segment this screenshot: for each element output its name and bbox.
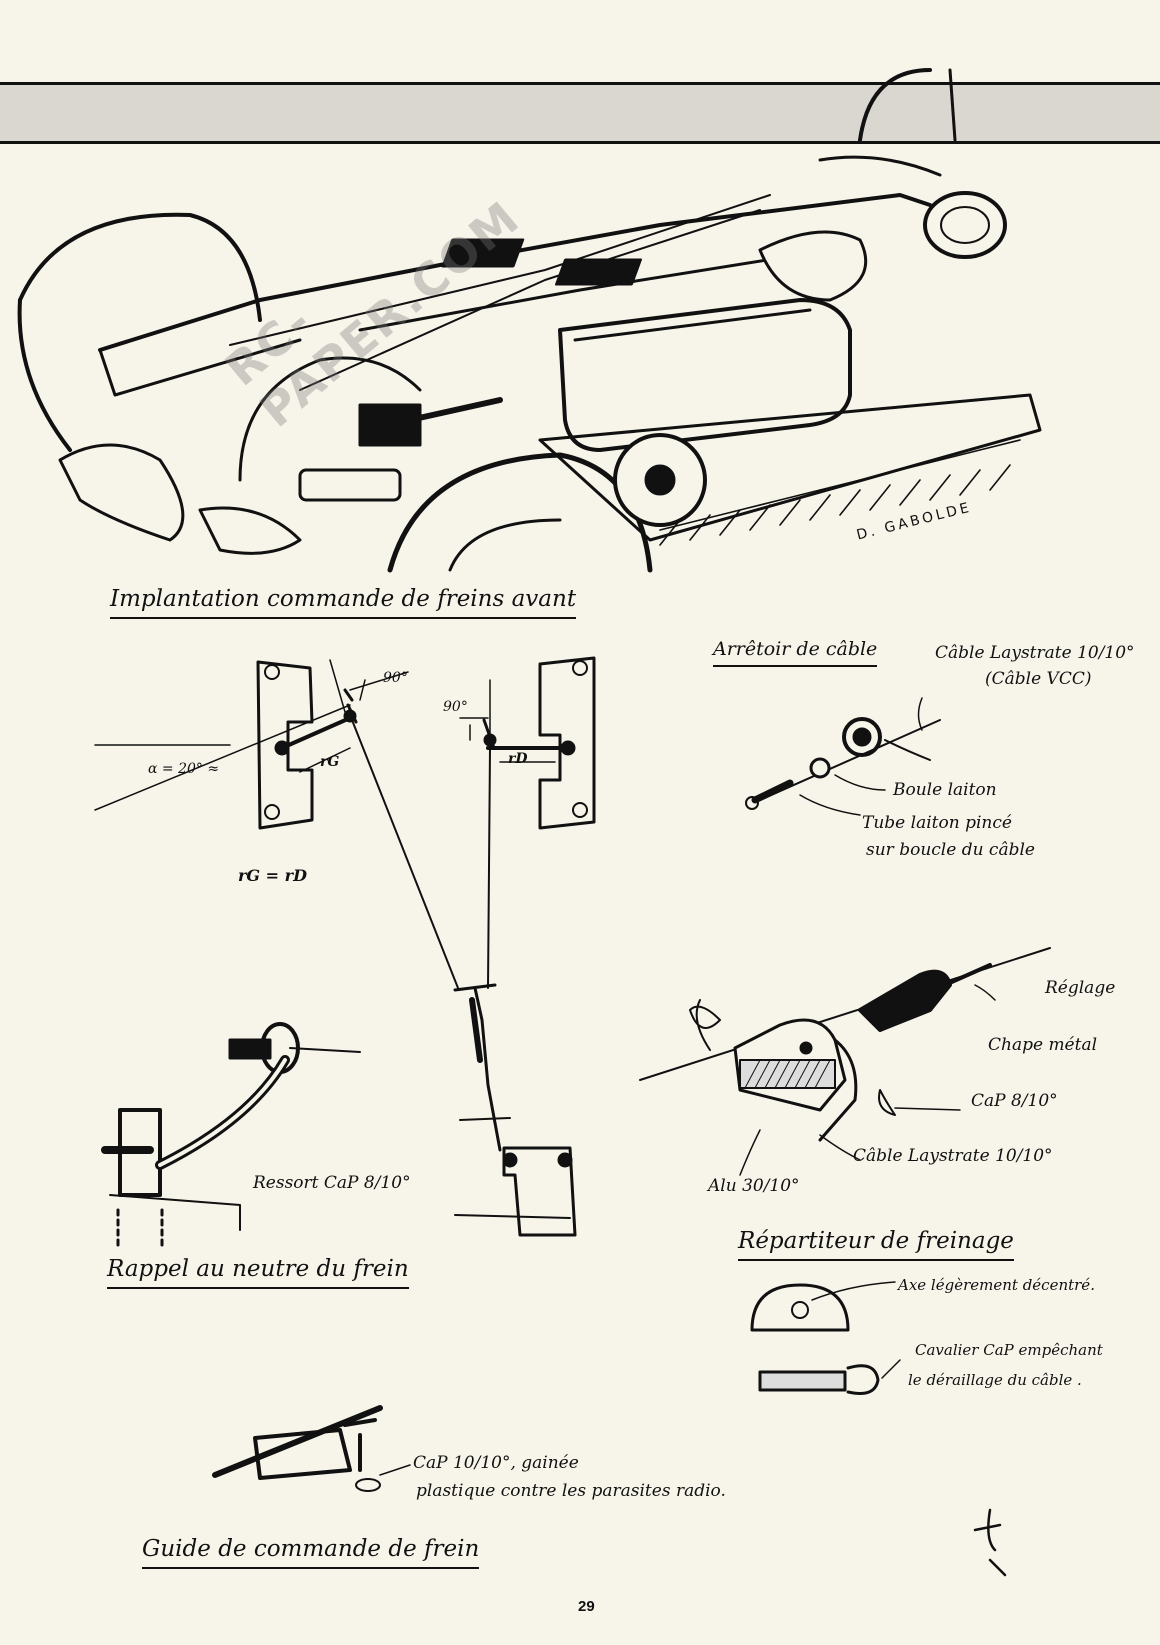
title-implantation: Implantation commande de freins avant <box>110 588 577 619</box>
reglage-label: Réglage <box>1045 978 1116 998</box>
angle-right-label: 90° <box>443 699 468 715</box>
r-right-label: rD <box>508 751 528 767</box>
angle-left-label: 90° <box>383 670 408 686</box>
guide-cap-label-2: plastique contre les parasites radio. <box>416 1481 726 1501</box>
title-guide: Guide de commande de frein <box>142 1538 480 1569</box>
title-rappel: Rappel au neutre du frein <box>107 1258 409 1289</box>
chape-label: Chape métal <box>988 1035 1098 1055</box>
page-number: 29 <box>578 1598 595 1615</box>
cavalier-label-2: le déraillage du câble . <box>908 1371 1082 1389</box>
cable-vcc-label: (Câble VCC) <box>985 669 1092 689</box>
alu-label: Alu 30/10° <box>708 1176 800 1196</box>
cap-label: CaP 8/10° <box>971 1091 1058 1111</box>
title-arretoir: Arrêtoir de câble <box>713 640 878 667</box>
equation-label: rG = rD <box>238 866 307 885</box>
guide-cap-label-1: CaP 10/10°, gainée <box>413 1453 579 1473</box>
repartiteur-cable-label: Câble Laystrate 10/10° <box>853 1146 1053 1166</box>
ressort-label: Ressort CaP 8/10° <box>253 1173 411 1193</box>
end-mark <box>973 1508 1007 1577</box>
guide-schematic <box>212 1405 411 1492</box>
cavalier-label-1: Cavalier CaP empêchant <box>915 1341 1103 1359</box>
tube-laiton-label-1: Tube laiton pincé <box>862 813 1012 833</box>
axe-label: Axe légèrement décentré. <box>898 1276 1095 1294</box>
tube-laiton-label-2: sur boucle du câble <box>866 840 1035 860</box>
rappel-schematic <box>101 1022 361 1252</box>
repartiteur-schematic <box>639 947 1051 1395</box>
title-repartiteur: Répartiteur de freinage <box>738 1230 1014 1261</box>
alpha-label: α = 20° ≈ <box>148 761 220 777</box>
header-band <box>0 82 1160 144</box>
cable-laystrate-label: Câble Laystrate 10/10° <box>935 643 1135 663</box>
boule-laiton-label: Boule laiton <box>893 780 997 800</box>
r-left-label: rG <box>320 754 340 770</box>
implantation-schematic <box>94 656 596 1237</box>
chassis-drawing <box>17 68 1042 573</box>
arretoir-schematic <box>745 697 941 816</box>
